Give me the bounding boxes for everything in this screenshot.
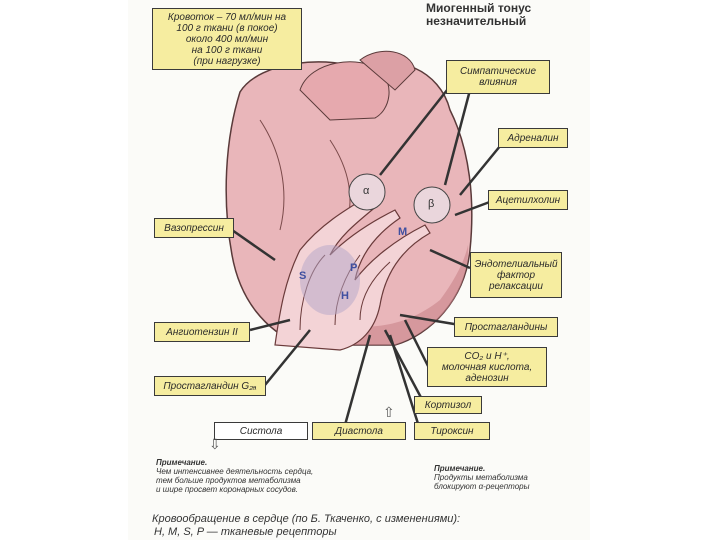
title-line1: Миогенный тонус <box>426 1 532 15</box>
acetylcholine-label: Ацетилхолин <box>488 190 568 210</box>
note-left-heading: Примечание. <box>156 458 208 467</box>
caption-line2: H, M, S, P — тканевые рецепторы <box>154 526 337 538</box>
blood-flow-line3: около 400 мл/мин <box>185 33 269 45</box>
note-left: Примечание. Чем интенсивнее деятельность… <box>156 458 313 494</box>
endothelial-factor-label: Эндотелиальный фактор релаксации <box>470 252 562 298</box>
co2-line1: CO₂ и H⁺, <box>464 350 510 362</box>
cortisol-text: Кортизол <box>424 399 472 411</box>
co2-line2: молочная кислота, <box>441 361 533 373</box>
angiotensin-label: Ангиотензин II <box>154 322 250 342</box>
acetylcholine-text: Ацетилхолин <box>495 194 561 206</box>
sympathetic-line2: влияния <box>479 77 517 88</box>
beta-symbol: β <box>428 198 435 210</box>
vasopressin-text: Вазопрессин <box>164 222 224 234</box>
heart-fold <box>259 119 285 231</box>
receptor-m: M <box>398 226 408 238</box>
metabolites-label: CO₂ и H⁺, молочная кислота, аденозин <box>427 347 547 387</box>
note-right-heading: Примечание. <box>434 464 486 473</box>
diagram-title: Миогенный тонус незначительный <box>426 2 531 28</box>
note-left-line2: тем больше продуктов метаболизма <box>156 476 301 485</box>
adrenaline-label: Адреналин <box>498 128 568 148</box>
arrow-down-icon: ⇩ <box>209 436 221 452</box>
adrenaline-text: Адреналин <box>507 132 559 144</box>
cortisol-label: Кортизол <box>414 396 482 414</box>
vasopressin-label: Вазопрессин <box>154 218 234 238</box>
pulmonary-vessel <box>359 50 416 91</box>
note-right-line2: блокируют α-рецепторы <box>434 482 530 491</box>
note-left-line1: Чем интенсивнее деятельность сердца, <box>156 467 314 476</box>
tissue-region <box>300 245 360 315</box>
blood-flow-line1: Кровоток – 70 мл/мин на <box>167 11 287 23</box>
systole-label: Систола <box>214 422 308 440</box>
title-line2: незначительный <box>426 14 527 28</box>
arrow-up-icon: ⇧ <box>383 404 395 420</box>
endothelial-line2: фактор <box>496 269 536 281</box>
diastole-label: Диастола <box>312 422 406 440</box>
endothelial-line3: релаксации <box>488 280 543 292</box>
endothelial-line1: Эндотелиальный <box>474 258 558 270</box>
thyroxine-text: Тироксин <box>430 425 474 437</box>
angiotensin-text: Ангиотензин II <box>166 326 238 338</box>
note-right: Примечание. Продукты метаболизма блокиру… <box>434 464 530 491</box>
caption-line1: Кровообращение в сердце (по Б. Ткаченко,… <box>152 513 461 525</box>
alpha-receptor <box>348 173 386 211</box>
receptor-p: P <box>350 262 358 274</box>
vessel-inner-3 <box>359 261 391 321</box>
prostaglandins-label: Простагландины <box>454 317 558 337</box>
sympathetic-line1: Симпатические <box>459 66 537 77</box>
prostaglandins-text: Простагландины <box>464 321 548 333</box>
figure-caption: Кровообращение в сердце (по Б. Ткаченко,… <box>152 513 460 539</box>
blood-flow-box: Кровоток – 70 мл/мин на 100 г ткани (в п… <box>152 8 302 70</box>
note-left-line3: и шире просвет коронарных сосудов. <box>156 485 298 494</box>
alpha-symbol: α <box>363 185 370 197</box>
note-right-line1: Продукты метаболизма <box>434 473 528 482</box>
systole-text: Систола <box>239 425 283 437</box>
receptor-h: H <box>341 290 349 302</box>
receptor-s: S <box>299 270 307 282</box>
blood-flow-line2: 100 г ткани (в покое) <box>176 22 278 34</box>
prostaglandin-g-text: Простагландин G₂ₐ <box>163 380 257 392</box>
sympathetic-label: Симпатические влияния <box>446 60 550 94</box>
thyroxine-label: Тироксин <box>414 422 490 440</box>
prostaglandin-g-label: Простагландин G₂ₐ <box>154 376 266 396</box>
co2-line3: аденозин <box>465 372 509 384</box>
blood-flow-line5: (при нагрузке) <box>193 55 261 67</box>
diastole-text: Диастола <box>335 425 383 437</box>
blood-flow-line4: на 100 г ткани <box>191 44 263 56</box>
beta-receptor <box>413 186 451 224</box>
